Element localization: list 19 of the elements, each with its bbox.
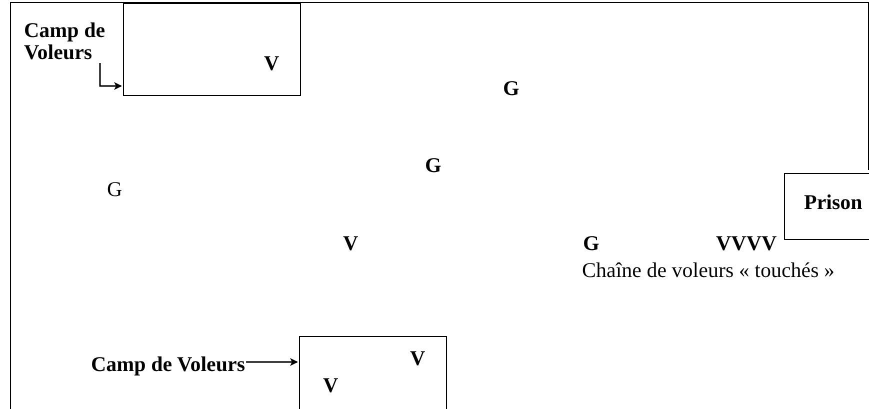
camp-label: Camp de Voleurs — [24, 19, 112, 63]
camp-label: Camp de Voleurs — [91, 353, 246, 375]
chain-caption: Chaîne de voleurs « touchés » — [582, 259, 835, 281]
playing-field — [10, 2, 869, 409]
arrow — [99, 63, 122, 90]
guard-letter: G — [425, 154, 442, 176]
guard-letter: G — [583, 232, 600, 254]
thieves-camp-box — [299, 336, 447, 409]
thief-letter: V — [343, 232, 358, 254]
arrow — [246, 358, 298, 366]
node-text: V — [410, 347, 426, 369]
guard-letter: G — [503, 77, 520, 99]
thief-chain: VVVV — [716, 232, 777, 254]
node-text: V — [264, 52, 280, 74]
node-text: V — [323, 374, 338, 396]
prison-box — [784, 173, 869, 240]
guard-letter: G — [107, 178, 122, 200]
thieves-camp-box — [123, 3, 301, 96]
node-text: Prison — [804, 191, 862, 213]
